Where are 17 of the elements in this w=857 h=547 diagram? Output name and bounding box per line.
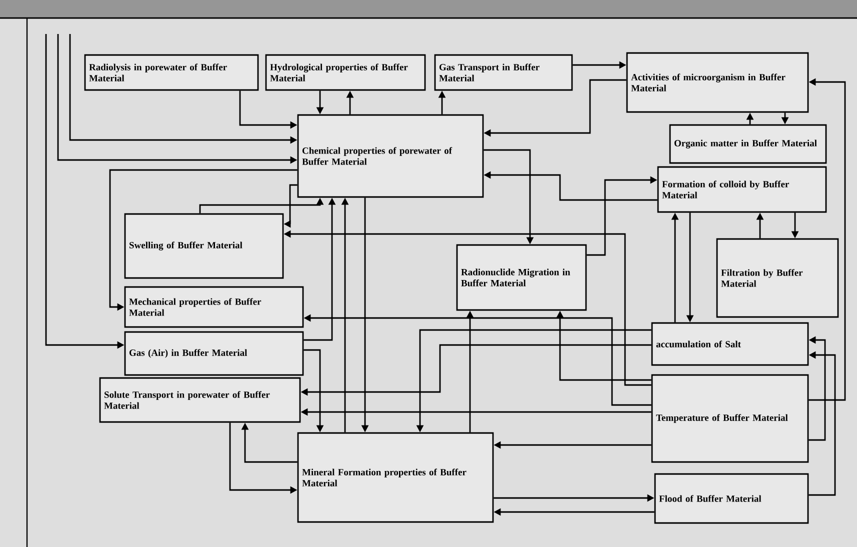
process-box: Filtration by Buffer Material	[716, 238, 839, 318]
process-box: Flood of Buffer Material	[654, 473, 809, 524]
process-box: Mineral Formation properties of Buffer Material	[297, 432, 494, 523]
process-box: Gas (Air) in Buffer Material	[124, 331, 304, 376]
process-box: Solute Transport in porewater of Buffer Material	[99, 377, 301, 423]
process-box: Gas Transport in Buffer Material	[434, 54, 573, 91]
process-box: Formation of colloid by Buffer Material	[657, 166, 827, 213]
process-box: Hydrological properties of Buffer Material	[265, 54, 426, 91]
process-box: Radiolysis in porewater of Buffer Material	[84, 54, 259, 91]
process-box: Swelling of Buffer Material	[124, 213, 284, 279]
process-box: Radionuclide Migration in Buffer Material	[456, 244, 587, 311]
process-box: Chemical properties of porewater of Buffer Material	[297, 114, 484, 198]
process-box: Mechanical properties of Buffer Material	[124, 286, 304, 328]
process-box: Activities of microorganism in Buffer Material	[626, 52, 809, 113]
process-box: Temperature of Buffer Material	[651, 374, 809, 463]
process-box: accumulation of Salt	[651, 322, 809, 366]
process-box: Organic matter in Buffer Material	[669, 124, 827, 164]
